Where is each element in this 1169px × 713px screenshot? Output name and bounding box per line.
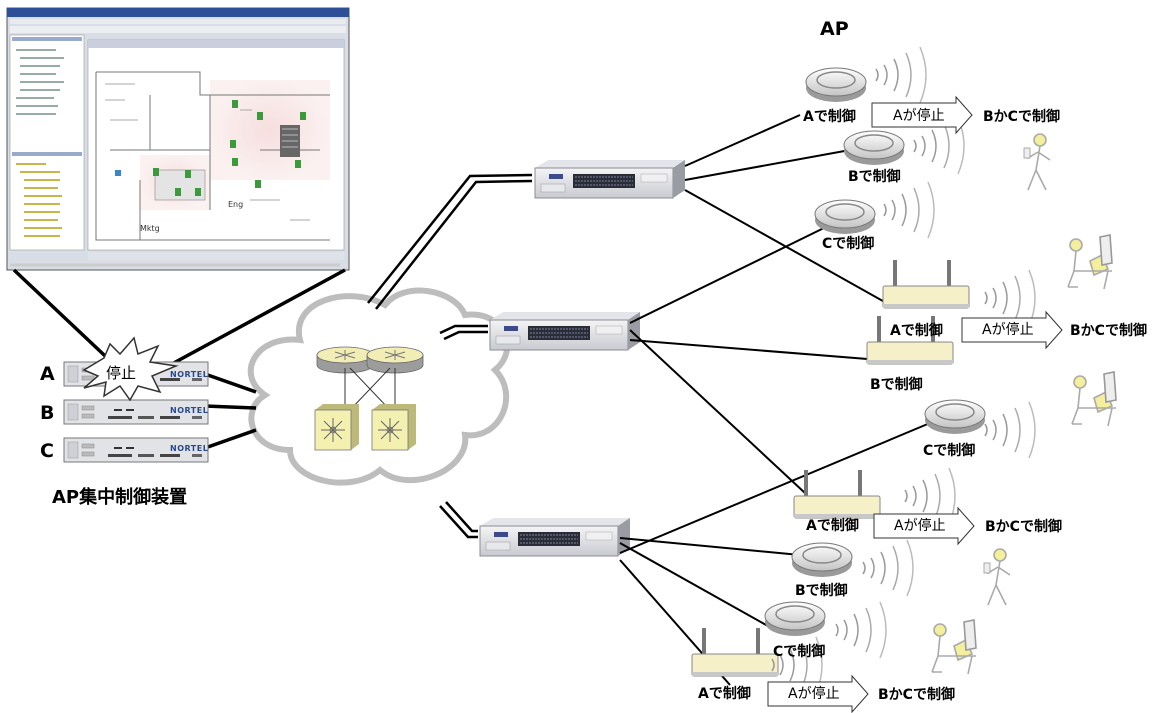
core-network-cloud: [247, 287, 511, 486]
group4-a-label: Aで制御: [698, 686, 751, 702]
group3-stop-label: Aが停止: [894, 518, 946, 534]
ap-group3-a2: [691, 627, 779, 677]
ap-group3-c: [764, 601, 826, 637]
user-desk-3: [931, 619, 977, 675]
group1-a-label: Aで制御: [803, 109, 856, 125]
management-screenshot: [6, 7, 350, 271]
group1-failover-label: BかCで制御: [983, 109, 1060, 125]
room-label-eng: Eng: [228, 200, 243, 209]
group1-c-label: Cで制御: [822, 236, 875, 252]
switch-3: [479, 517, 631, 557]
switch-1: [534, 159, 686, 199]
core-switch-1: [314, 403, 360, 451]
ap-group3-a: [793, 469, 881, 519]
group2-stop-label: Aが停止: [982, 322, 1034, 338]
group2-failover-label: BかCで制御: [1070, 323, 1147, 339]
ap-group2-a: [882, 259, 970, 309]
controller-a-label: A: [40, 363, 55, 385]
controller-a-brand: NORTEL: [170, 370, 209, 379]
ap-group1-c: [814, 199, 876, 235]
group2-c-label: Cで制御: [923, 443, 976, 459]
group3-c-label: Cで制御: [773, 644, 826, 660]
ap-group2-c: [924, 399, 986, 435]
ap-group1-a: [805, 67, 867, 103]
controller-c-label: C: [40, 440, 54, 462]
controller-group-label: AP集中制御装置: [52, 487, 188, 508]
controller-c-brand: NORTEL: [170, 444, 209, 453]
ap-heading: AP: [820, 18, 849, 40]
group3-b-label: Bで制御: [795, 583, 848, 599]
group4-failover-label: BかCで制御: [878, 687, 955, 703]
group3-failover-label: BかCで制御: [985, 519, 1062, 535]
controller-b-label: B: [40, 402, 55, 424]
ap-group3-b: [791, 542, 853, 578]
group1-stop-label: Aが停止: [893, 108, 945, 124]
group3-a-label: Aで制御: [806, 518, 859, 534]
group1-b-label: Bで制御: [848, 169, 901, 185]
group4-stop-label: Aが停止: [788, 686, 840, 702]
group2-a-label: Aで制御: [890, 323, 943, 339]
stop-burst-label: 停止: [106, 364, 137, 382]
group2-b-label: Bで制御: [870, 377, 923, 393]
stop-burst: [82, 336, 179, 402]
user-standing-2: [983, 548, 1011, 606]
ap-group1-b: [843, 130, 905, 166]
room-label-mktg: Mktg: [140, 224, 160, 233]
user-standing-1: [1023, 133, 1051, 191]
user-desk-1: [1067, 234, 1113, 290]
user-desk-2: [1071, 371, 1117, 427]
controller-b-brand: NORTEL: [170, 406, 209, 415]
switch-2: [489, 311, 641, 351]
core-switch-2: [371, 403, 417, 451]
